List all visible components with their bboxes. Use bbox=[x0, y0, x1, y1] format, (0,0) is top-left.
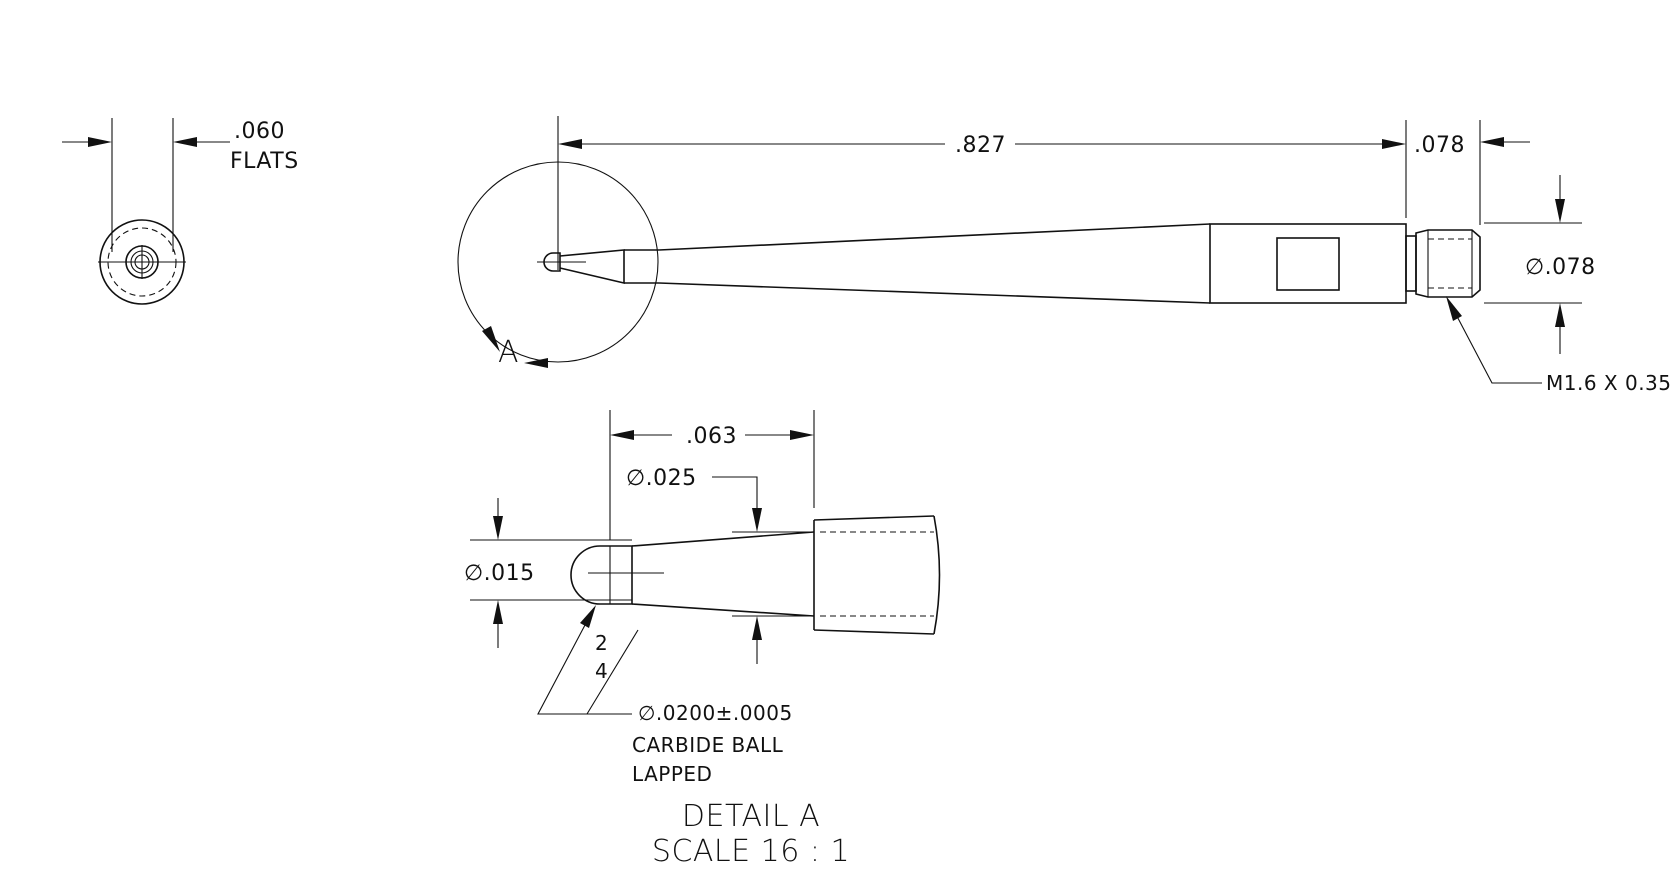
neck-diameter-dimension: ∅.015 bbox=[464, 561, 535, 586]
detail-a-view: .063 ∅.025 ∅.015 2 bbox=[464, 410, 941, 869]
detail-scale: SCALE 16 : 1 bbox=[652, 834, 850, 869]
thread-length-dimension: .078 bbox=[1414, 133, 1465, 158]
tip-diameter-dimension: ∅.025 bbox=[626, 466, 697, 491]
ball-note-finish: LAPPED bbox=[632, 762, 712, 786]
main-view: A .827 .078 bbox=[457, 116, 1672, 395]
end-view: .060 FLATS bbox=[62, 118, 299, 305]
detail-title: DETAIL A bbox=[682, 799, 820, 834]
finish-value-top: 2 bbox=[595, 631, 608, 655]
ball-note-material: CARBIDE BALL bbox=[632, 733, 784, 757]
detail-length-dimension: .063 bbox=[686, 424, 737, 449]
finish-value-bottom: 4 bbox=[595, 659, 608, 683]
overall-length-dimension: .827 bbox=[955, 133, 1006, 158]
ball-note-diameter: ∅.0200±.0005 bbox=[638, 701, 793, 725]
thread-diameter-dimension: ∅.078 bbox=[1525, 255, 1596, 280]
flats-label: FLATS bbox=[230, 149, 299, 174]
thread-callout: M1.6 X 0.35 bbox=[1546, 371, 1672, 395]
flats-dimension: .060 bbox=[234, 119, 285, 144]
detail-marker: A bbox=[498, 335, 519, 370]
